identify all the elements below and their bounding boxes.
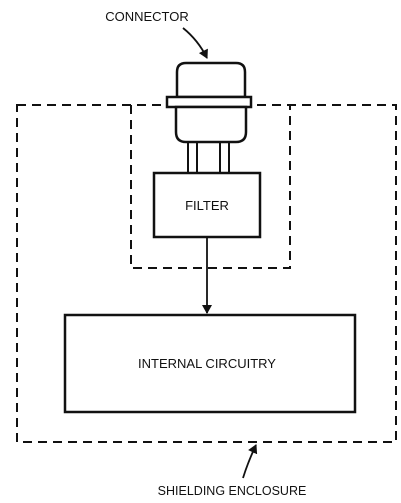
shielding-enclosure-label: SHIELDING ENCLOSURE [158,484,307,498]
shielding-enclosure-outline [16,104,397,443]
internal-circuitry-box [63,313,357,414]
connector-leader-arrow [182,27,208,59]
shielding-enclosure-leader-arrow [242,444,258,479]
connector-label: CONNECTOR [105,9,189,24]
internal-circuitry-label: INTERNAL CIRCUITRY [138,356,276,371]
filter-compartment-outline [130,105,291,269]
connector-icon [165,61,253,173]
filter-label: FILTER [185,198,229,213]
